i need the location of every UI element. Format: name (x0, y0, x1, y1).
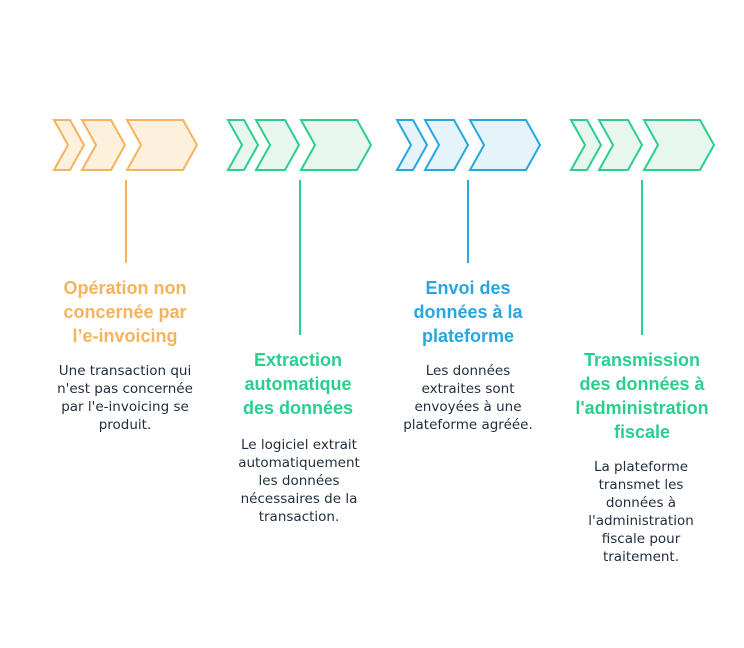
chevron-2-icon (423, 119, 470, 171)
chevron-2-icon (80, 119, 127, 171)
chevron-3-icon (125, 119, 199, 171)
step-description: Une transaction qui n'est pas concernée … (57, 363, 193, 433)
chevron-1-icon (395, 119, 429, 171)
step-title: Transmission des données à l'administrat… (575, 350, 709, 442)
triple-chevron-arrow-icon (569, 119, 716, 171)
triple-chevron-arrow-icon (226, 119, 373, 171)
chevron-1-icon (226, 119, 260, 171)
step-description: Le logiciel extrait automatiquement les … (238, 437, 360, 525)
chevron-2-icon (597, 119, 644, 171)
chevron-1-icon (52, 119, 86, 171)
chevron-3-icon (468, 119, 542, 171)
step-title: Extraction automatique des données (242, 350, 354, 418)
triple-chevron-arrow-icon (395, 119, 542, 171)
connector-line (125, 180, 127, 263)
connector-line (641, 180, 643, 335)
step-description: La plateforme transmet les données à l'a… (588, 459, 694, 565)
connector-line (467, 180, 469, 263)
step-description: Les données extraites sont envoyées à un… (403, 363, 533, 433)
chevron-2-icon (254, 119, 301, 171)
connector-line (299, 180, 301, 335)
chevron-3-icon (299, 119, 373, 171)
chevron-1-icon (569, 119, 603, 171)
triple-chevron-arrow-icon (52, 119, 199, 171)
chevron-3-icon (642, 119, 716, 171)
step-title: Opération non concernée par l’e-invoicin… (63, 278, 187, 346)
step-title: Envoi des données à la plateforme (413, 278, 523, 346)
